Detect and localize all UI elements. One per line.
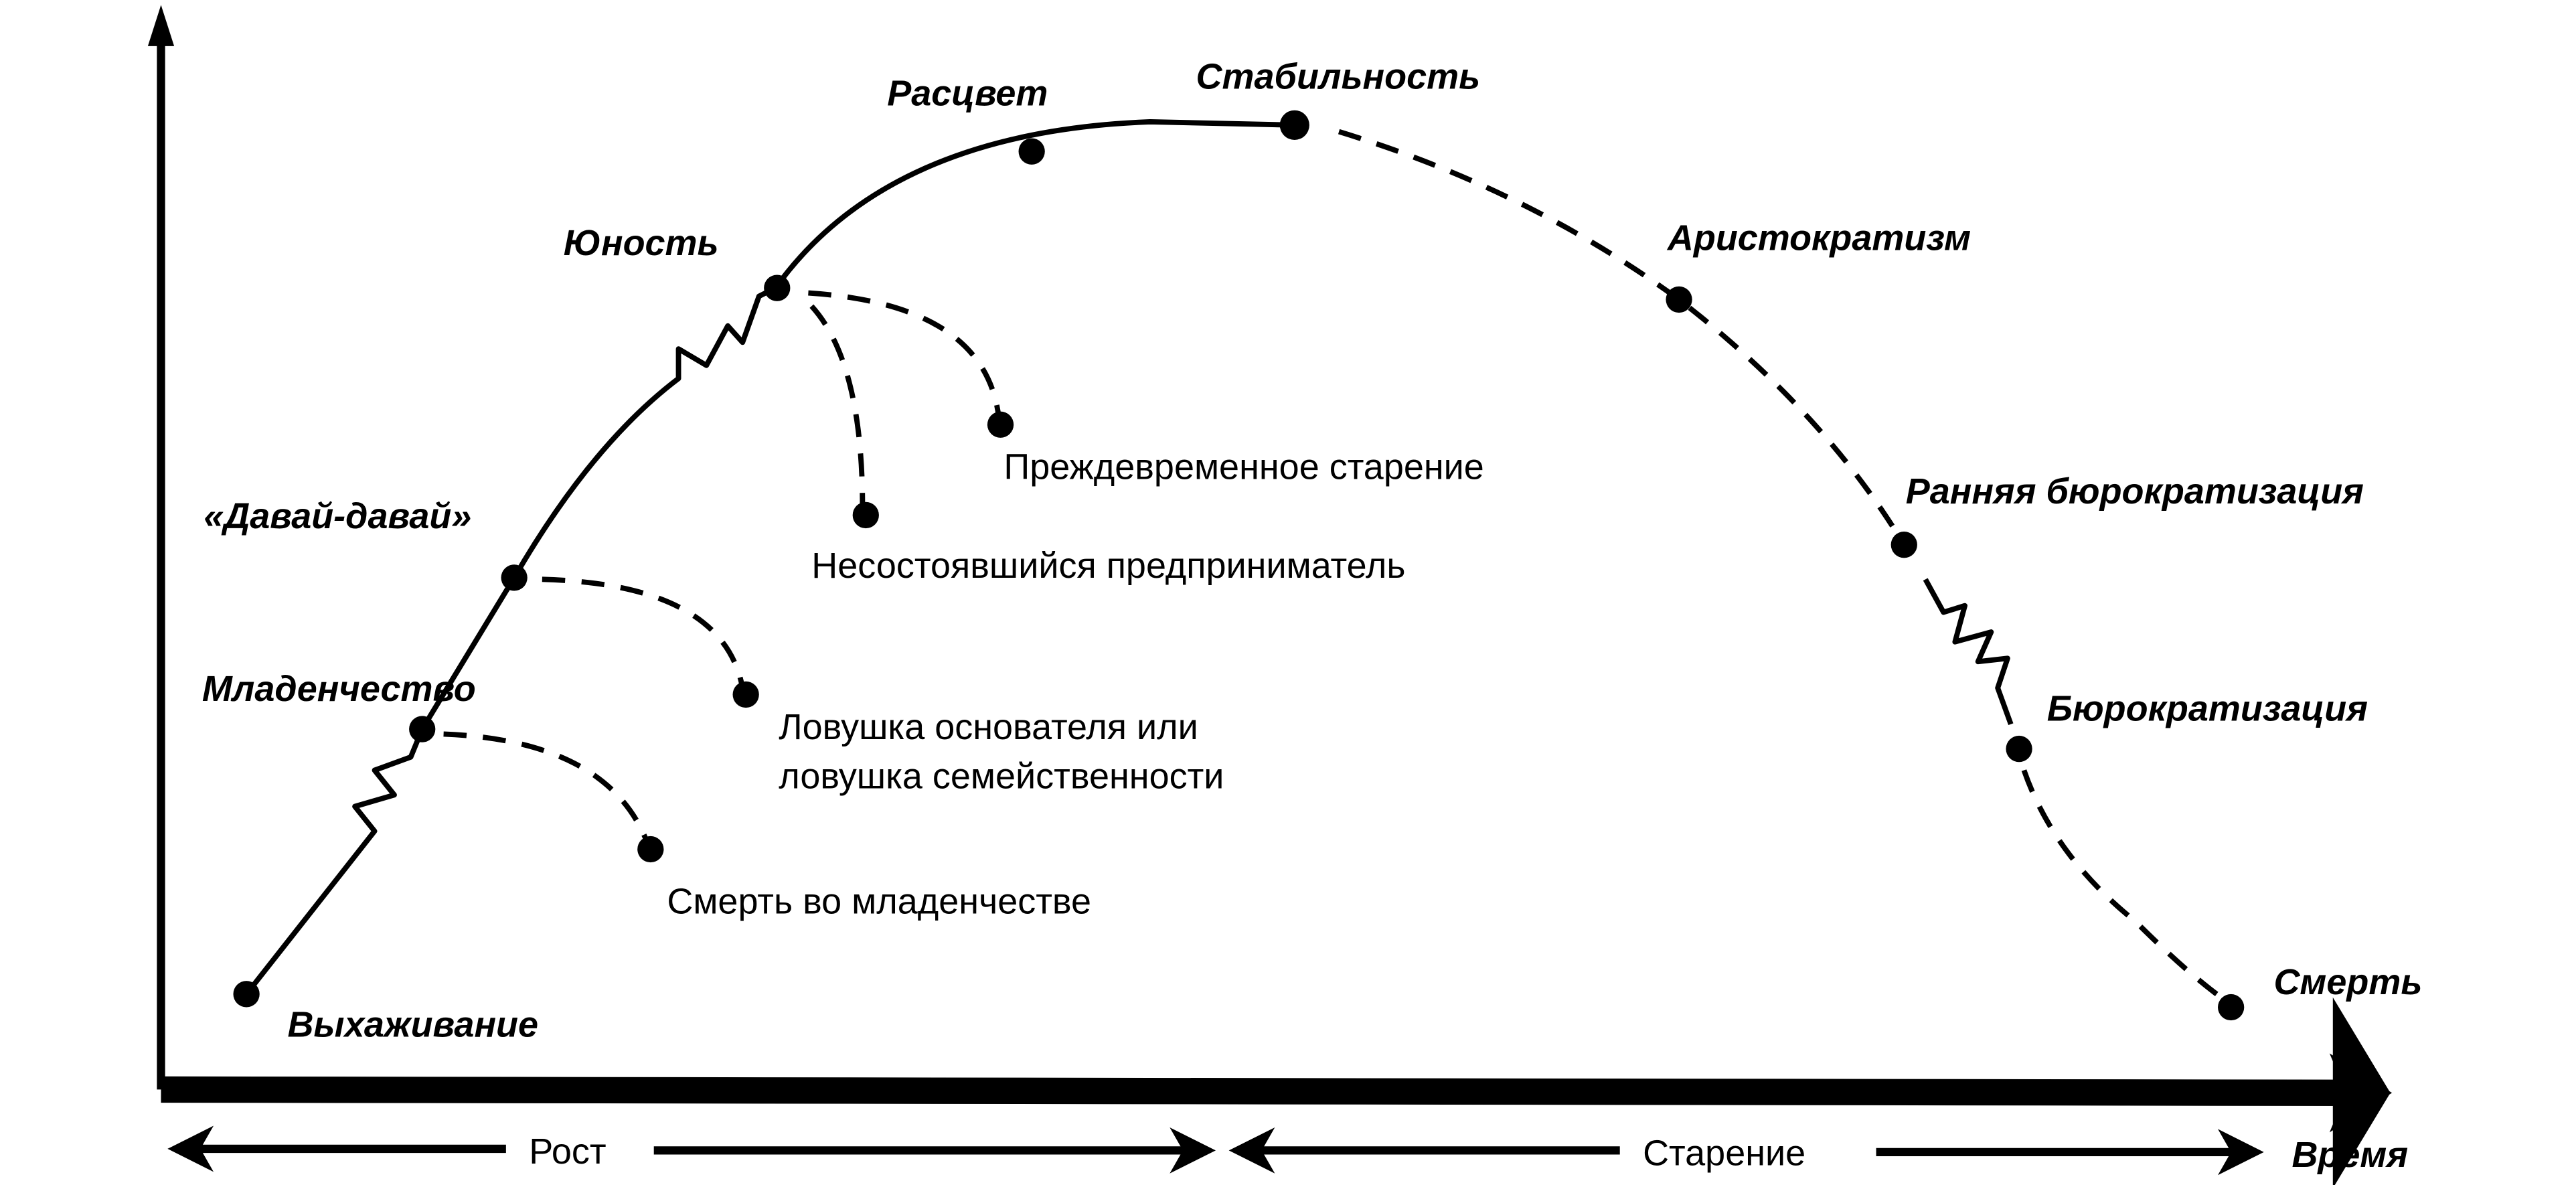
aging-zigzag: [1923, 578, 2014, 726]
dot-infancy: [409, 716, 436, 742]
label-founder-trap-2: ловушка семейственности: [779, 757, 1224, 797]
label-stability: Стабильность: [1196, 57, 1481, 97]
dot-stability: [1279, 110, 1309, 140]
y-axis-arrow: [147, 5, 175, 46]
dot-go-go: [501, 564, 528, 591]
aging-curve-late: [2021, 769, 2223, 1000]
x-axis: [161, 1076, 2350, 1106]
dot-infant-mortality: [637, 836, 664, 863]
branch-founder-trap: [542, 576, 746, 689]
dot-founder-trap: [732, 681, 759, 708]
label-premature-aging: Преждевременное старение: [1003, 447, 1483, 487]
x-axis-arrow: [2332, 997, 2391, 1185]
label-death: Смерть: [2273, 962, 2422, 1002]
axis-time-label: Время: [2291, 1135, 2408, 1175]
aging-arrowhead-right: [2218, 1129, 2264, 1176]
phase-growth: Рост: [529, 1131, 606, 1172]
label-courtship: Выхаживание: [287, 1005, 538, 1045]
label-infant-mortality: Смерть во младенчестве: [667, 881, 1091, 921]
label-go-go: «Давай-давай»: [204, 496, 471, 536]
dot-bureaucracy: [2006, 735, 2032, 763]
x-axis-arrowhead: [2329, 1053, 2393, 1133]
dot-aristocracy: [1666, 286, 1692, 313]
dot-adolescence: [764, 274, 791, 301]
label-founder-trap-1: Ловушка основателя или: [779, 707, 1198, 747]
dot-premature-aging: [987, 411, 1014, 438]
label-unfulfilled-entrepreneur: Несостоявшийся предприниматель: [811, 546, 1405, 586]
growth-curve: [244, 118, 1295, 996]
growth-arrowhead-left: [167, 1125, 214, 1172]
label-adolescence: Юность: [564, 223, 719, 263]
dot-unfulfilled-entrepreneur: [852, 501, 879, 529]
dot-early-bureaucracy: [1890, 532, 1917, 558]
branch-unfulfilled-entrepreneur: [809, 304, 866, 507]
dot-prime: [1018, 138, 1045, 165]
aging-arrowhead-left: [1228, 1127, 1275, 1174]
branch-premature-aging: [808, 290, 1001, 418]
label-early-bureaucracy: Ранняя бюрократизация: [1906, 471, 2364, 511]
branch-infant-mortality: [443, 731, 650, 844]
dot-death: [2218, 994, 2245, 1021]
label-prime: Расцвет: [887, 73, 1048, 113]
label-aristocracy: Аристократизм: [1666, 218, 1971, 258]
label-infancy: Младенчество: [202, 669, 476, 709]
growth-arrowhead-right: [1170, 1127, 1216, 1174]
aging-curve: [1338, 129, 1907, 546]
label-bureaucracy: Бюрократизация: [2047, 689, 2368, 729]
dot-courtship: [233, 981, 260, 1008]
phase-aging: Старение: [1643, 1133, 1805, 1173]
